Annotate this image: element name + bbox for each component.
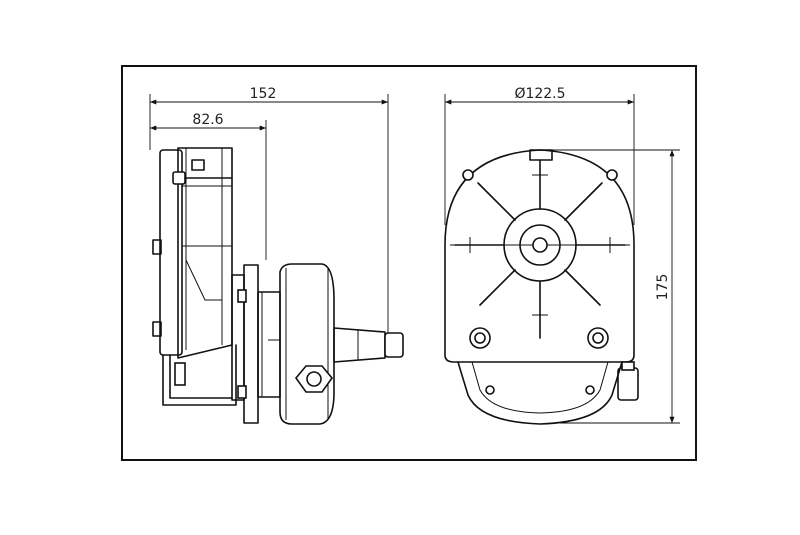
dimension-height-label: 175: [655, 274, 671, 301]
side-view: [152, 147, 404, 425]
front-view: [444, 149, 639, 425]
dimension-height: 175: [540, 149, 680, 424]
dimension-diameter-label: Ø122.5: [514, 86, 565, 102]
dimension-diameter: Ø122.5: [444, 86, 635, 225]
hub-spokes: [454, 159, 626, 339]
dimension-partial-length-label: 82.6: [192, 112, 223, 128]
dimension-partial-length: 82.6: [150, 112, 267, 260]
dimension-overall-length: 152: [149, 86, 389, 345]
drawing-frame: [121, 65, 697, 461]
dimension-overall-length-label: 152: [250, 86, 277, 102]
